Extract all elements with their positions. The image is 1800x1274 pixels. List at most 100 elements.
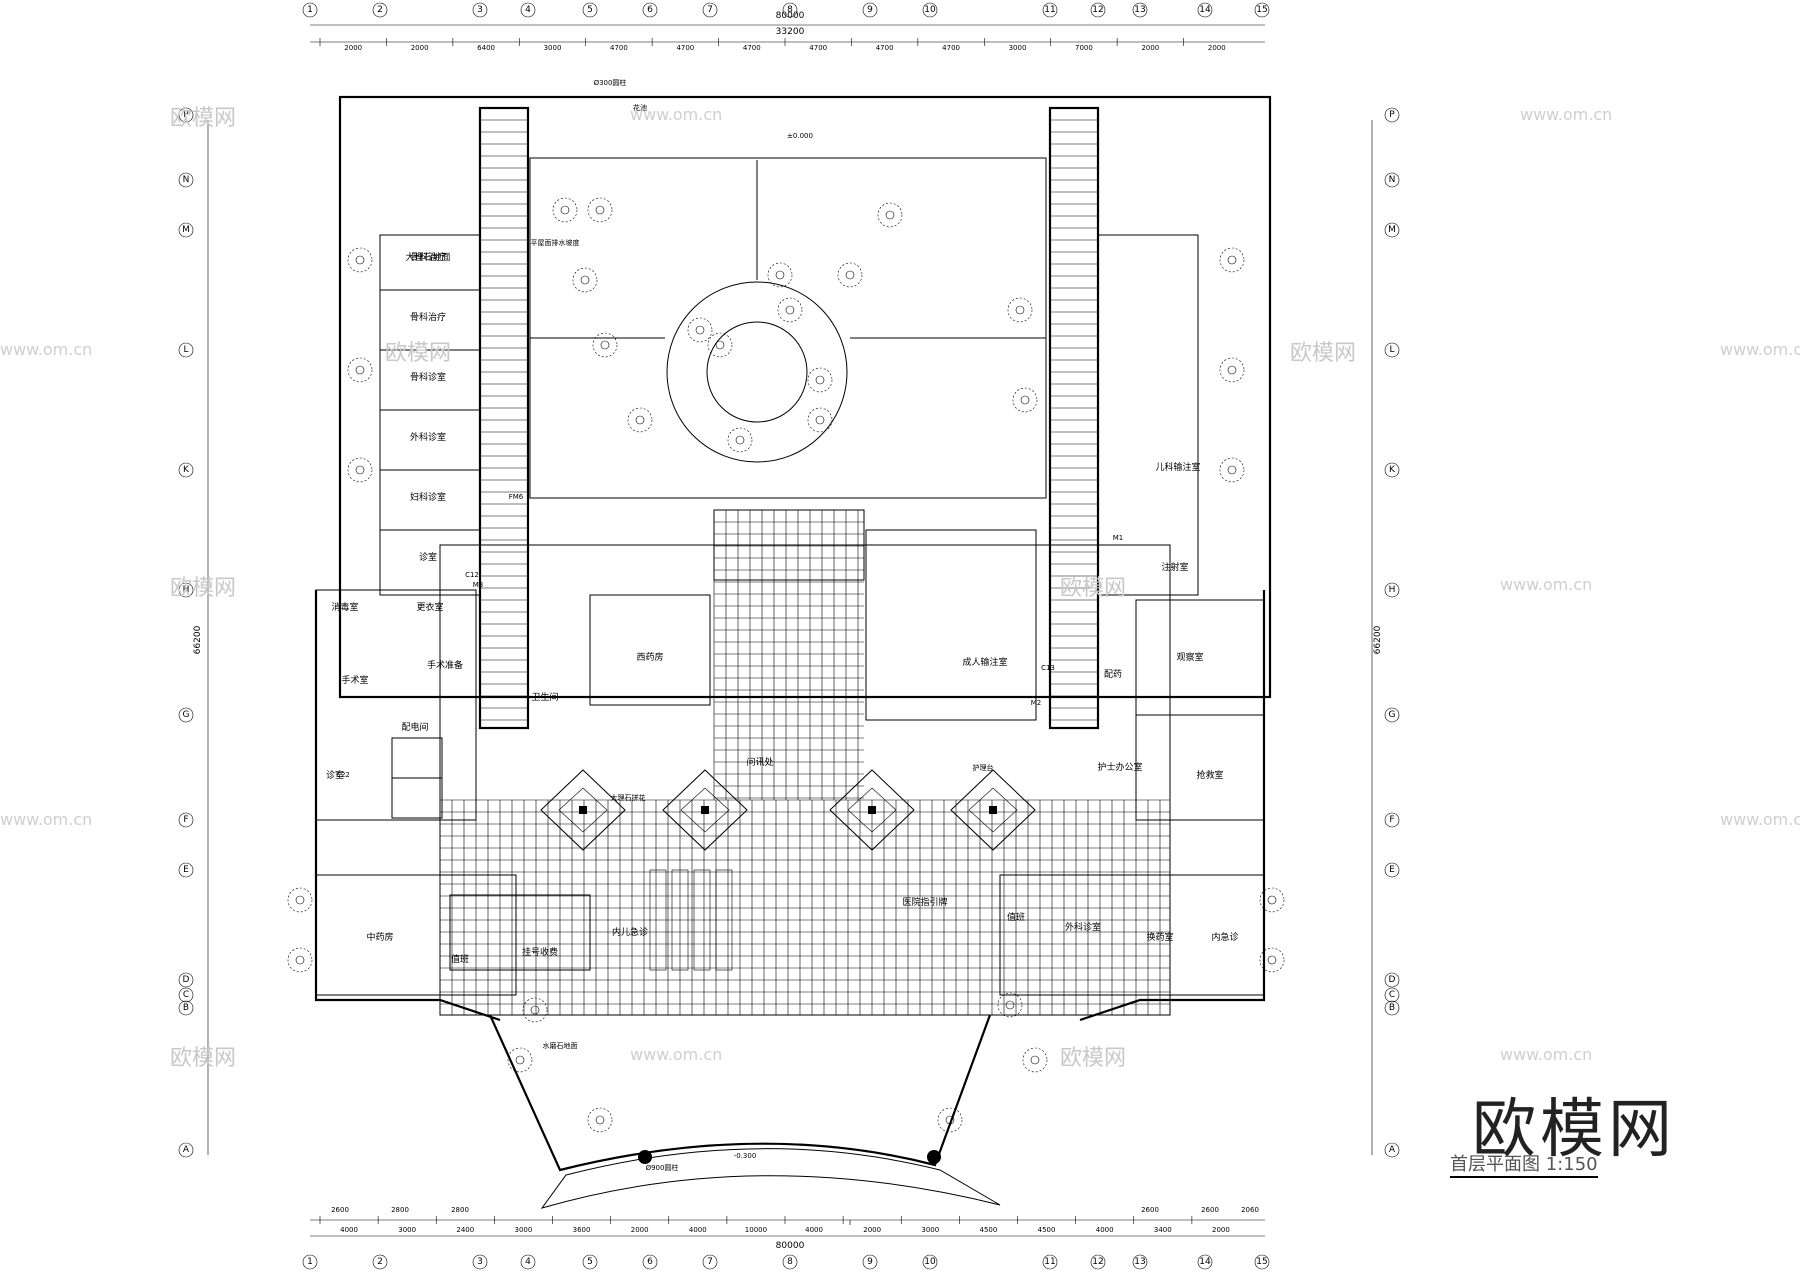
- room-label: 外科诊室: [1065, 921, 1101, 933]
- axis-label-13: 13: [1134, 1257, 1145, 1267]
- waiting-bench: [715, 869, 733, 971]
- dim-value: 2000: [1212, 1226, 1230, 1234]
- tree-symbol: [347, 357, 373, 383]
- axis-circle: [178, 342, 194, 358]
- axis-circle: [472, 2, 488, 18]
- room-label: 西药房: [636, 651, 663, 663]
- dim-value: 4000: [689, 1226, 707, 1234]
- waiting-bench: [649, 869, 667, 971]
- axis-circle: [1384, 707, 1400, 723]
- axis-circle: [1132, 2, 1148, 18]
- tree-symbol: [507, 1047, 533, 1073]
- axis-circle: [1132, 1254, 1148, 1270]
- tree-symbol: [767, 262, 793, 288]
- axis-circle: [178, 582, 194, 598]
- watermark-url: www.om.cn: [630, 105, 722, 124]
- annotation: Ø900圆柱: [646, 1163, 679, 1172]
- room-label: 手术室: [341, 674, 368, 686]
- annotation: C22: [336, 771, 350, 779]
- dim-value: 10000: [745, 1226, 767, 1234]
- drawing-title: 首层平面图 1:150: [1450, 1150, 1598, 1178]
- axis-label-9: 9: [867, 1257, 873, 1267]
- tree-symbol: [727, 427, 753, 453]
- dim-value: 4000: [340, 1226, 358, 1234]
- axis-circle: [178, 1000, 194, 1016]
- annotation: I: [849, 1219, 851, 1227]
- axis-circle: [1384, 972, 1400, 988]
- tree-symbol: [1007, 297, 1033, 323]
- tree-symbol: [877, 202, 903, 228]
- building-walls: [314, 95, 1272, 1209]
- tree-symbol: [592, 332, 618, 358]
- axis-label-A: A: [1389, 1145, 1396, 1155]
- axis-label-P: P: [183, 110, 189, 120]
- room-label: 内儿急诊: [612, 926, 648, 938]
- axis-label-M: M: [182, 225, 190, 235]
- axis-circle: [1254, 2, 1270, 18]
- axis-label-N: N: [183, 175, 190, 185]
- axis-label-5: 5: [587, 5, 593, 15]
- axis-label-P: P: [1389, 110, 1395, 120]
- tree-symbol: [807, 407, 833, 433]
- room-partitions: [315, 234, 1265, 996]
- axis-circle: [178, 172, 194, 188]
- tree-symbol: [587, 1107, 613, 1133]
- annotation: 护理台: [973, 763, 994, 772]
- watermarks: 欧模网 欧模网 欧模网 欧模网 欧模网 欧模网 欧模网 www.om.cn ww…: [0, 105, 1800, 1071]
- axis-circle: [178, 987, 194, 1003]
- watermark-url: www.om.cn: [1720, 340, 1800, 359]
- axis-circle: [1384, 987, 1400, 1003]
- axis-label-F: F: [1389, 815, 1394, 825]
- axis-label-7: 7: [707, 5, 713, 15]
- axis-label-11: 11: [1044, 5, 1055, 15]
- watermark-brand: 欧模网: [385, 341, 451, 366]
- axis-label-2: 2: [377, 5, 383, 15]
- axis-label-13: 13: [1134, 5, 1145, 15]
- dim-value: 2060: [1241, 1206, 1259, 1214]
- dim-value: 4700: [610, 44, 628, 52]
- watermark-url: www.om.cn: [0, 810, 92, 829]
- dim-value: 2000: [1141, 44, 1159, 52]
- dim-value: 4700: [743, 44, 761, 52]
- watermark-brand: 欧模网: [1060, 1046, 1126, 1071]
- axis-circle: [862, 2, 878, 18]
- axis-label-14: 14: [1199, 5, 1211, 15]
- axis-label-1: 1: [307, 5, 313, 15]
- watermark-brand: 欧模网: [170, 106, 236, 131]
- axis-circle: [1384, 462, 1400, 478]
- tree-symbol: [1219, 357, 1245, 383]
- dimension-lines: [207, 24, 1373, 1237]
- tree-symbol: [287, 947, 313, 973]
- annotation: C13: [1041, 664, 1055, 672]
- tree-symbol: [937, 1107, 963, 1133]
- axis-label-12: 12: [1092, 1257, 1103, 1267]
- room-label: 问讯处: [746, 756, 773, 768]
- axis-label-H: H: [1389, 585, 1396, 595]
- axis-circle: [472, 1254, 488, 1270]
- tree-symbol: [687, 317, 713, 343]
- room-label: 挂号收费: [522, 946, 558, 958]
- room-label: 外科诊室: [410, 431, 446, 443]
- dim-value: 3000: [398, 1226, 416, 1234]
- tree-symbol: [1219, 247, 1245, 273]
- axis-label-5: 5: [587, 1257, 593, 1267]
- dim-value: 3600: [573, 1226, 591, 1234]
- dim-value: 4000: [1096, 1226, 1114, 1234]
- tree-symbol: [627, 407, 653, 433]
- axis-circle: [1042, 2, 1058, 18]
- annotation: 花池: [633, 103, 647, 112]
- axis-label-10: 10: [924, 5, 936, 15]
- room-label: 配电间: [401, 721, 428, 733]
- watermark-url: www.om.cn: [1520, 105, 1612, 124]
- tree-symbol: [1022, 1047, 1048, 1073]
- axis-circle: [702, 1254, 718, 1270]
- axis-circle: [1384, 342, 1400, 358]
- tree-symbol: [997, 992, 1023, 1018]
- axis-label-A: A: [183, 1145, 190, 1155]
- axis-circle: [372, 2, 388, 18]
- watermark-url: www.om.cn: [630, 1045, 722, 1064]
- dim-value: 2000: [863, 1226, 881, 1234]
- dim-value: 2000: [344, 44, 362, 52]
